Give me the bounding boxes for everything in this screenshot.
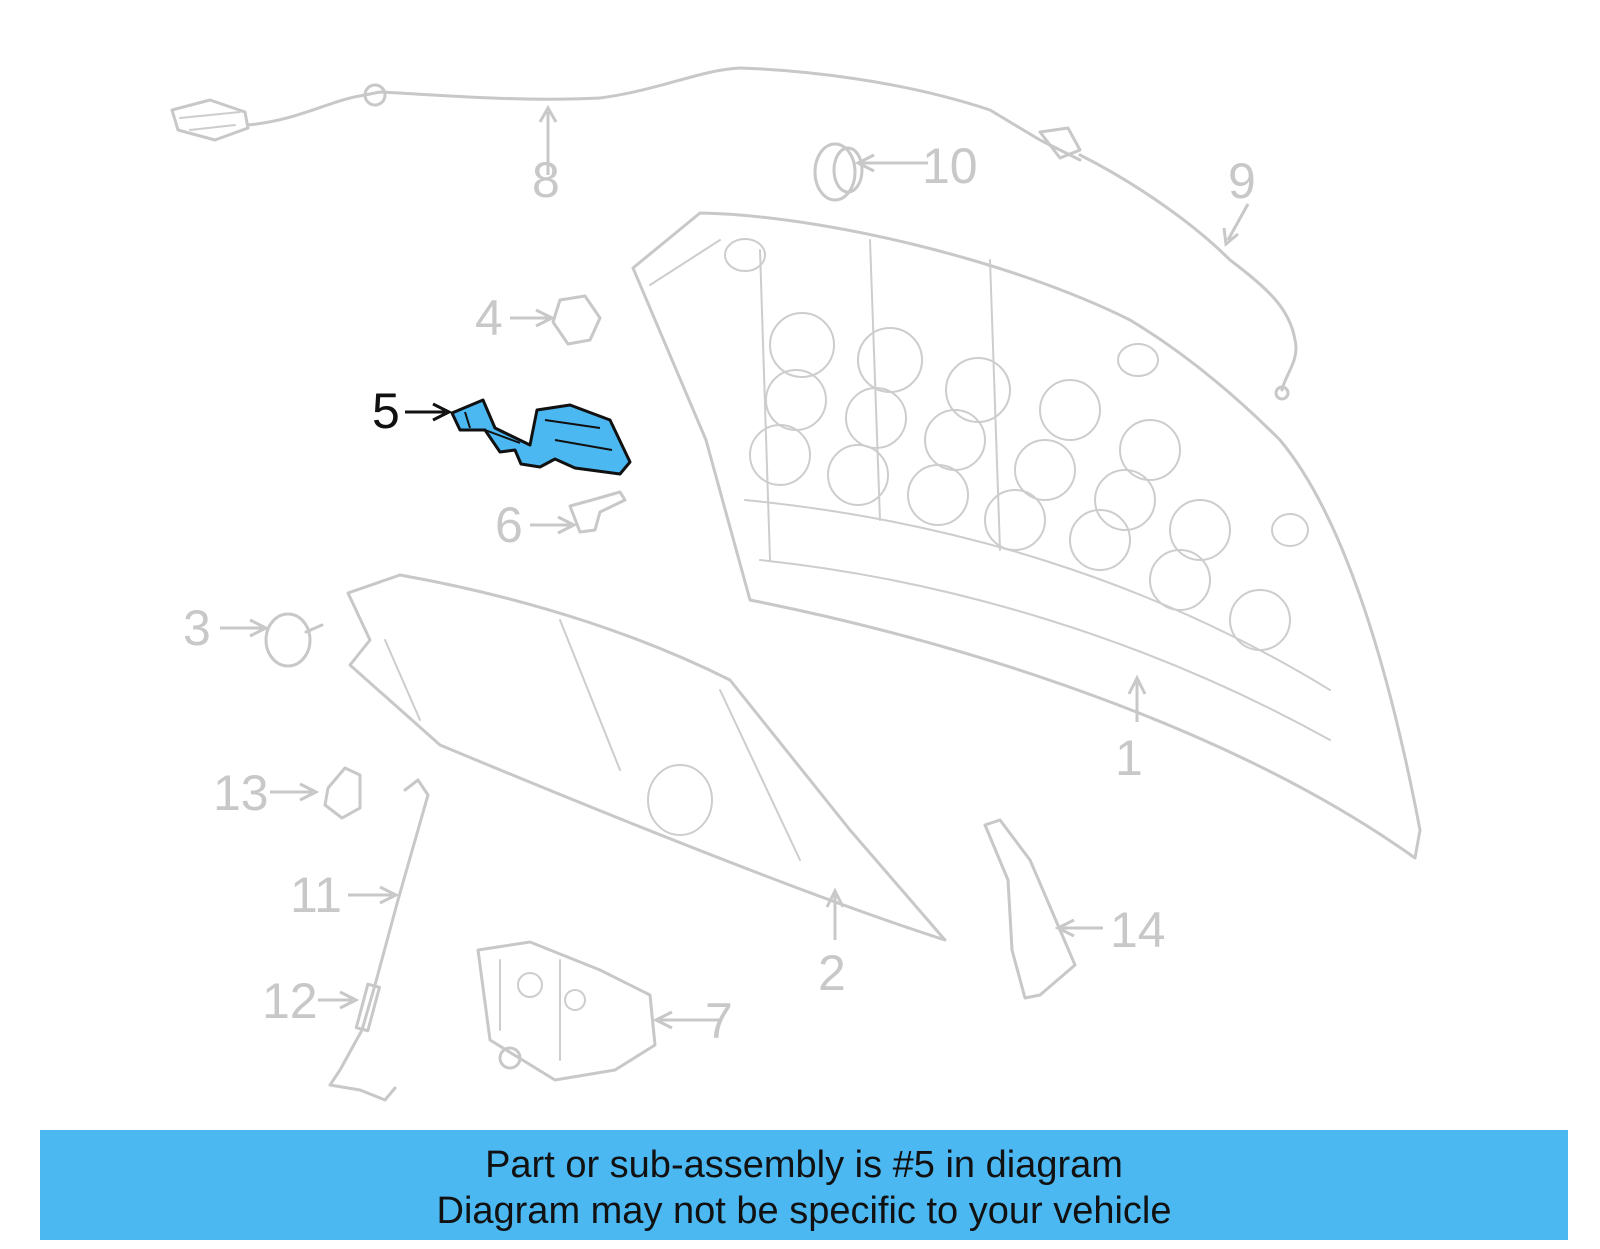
callout-label-13: 13 (213, 765, 269, 821)
callout-label-5: 5 (372, 383, 400, 439)
leader-arrows (220, 104, 1250, 1030)
callout-label-6: 6 (495, 497, 523, 553)
callout-label-1: 1 (1115, 730, 1143, 786)
part-5-bracket (450, 398, 632, 476)
callout-label-12: 12 (262, 973, 318, 1029)
part-4-nut (551, 294, 602, 346)
callout-labels: 1 2 3 4 5 6 7 8 9 10 11 12 13 14 (183, 138, 1256, 1049)
part-2-insulator (346, 573, 947, 942)
leader-arrow-5 (405, 402, 453, 422)
parts-diagram: 1 2 3 4 5 6 7 8 9 10 11 12 13 14 (170, 66, 1422, 1102)
callout-label-11: 11 (290, 867, 342, 923)
part-1-hood (631, 211, 1422, 860)
callout-label-9: 9 (1228, 153, 1256, 209)
part-11-12-prop-rod (328, 778, 430, 1102)
callout-label-7: 7 (705, 993, 733, 1049)
callout-label-10: 10 (922, 138, 978, 194)
callout-label-3: 3 (183, 600, 211, 656)
part-3-plug (264, 612, 324, 668)
banner-line-2: Diagram may not be specific to your vehi… (436, 1190, 1172, 1232)
info-banner: Part or sub-assembly is #5 in diagram Di… (40, 1130, 1568, 1240)
callout-label-2: 2 (818, 945, 846, 1001)
banner-line-1: Part or sub-assembly is #5 in diagram (485, 1144, 1123, 1186)
part-14-seal (983, 818, 1077, 1000)
part-6-clip (568, 490, 627, 534)
callout-label-4: 4 (475, 290, 503, 346)
part-8-cable (170, 66, 1298, 401)
part-13-clip (323, 766, 362, 820)
callout-label-8: 8 (532, 152, 560, 208)
callout-label-14: 14 (1110, 902, 1166, 958)
part-10-grommet (813, 142, 864, 202)
part-7-latch (476, 940, 657, 1082)
